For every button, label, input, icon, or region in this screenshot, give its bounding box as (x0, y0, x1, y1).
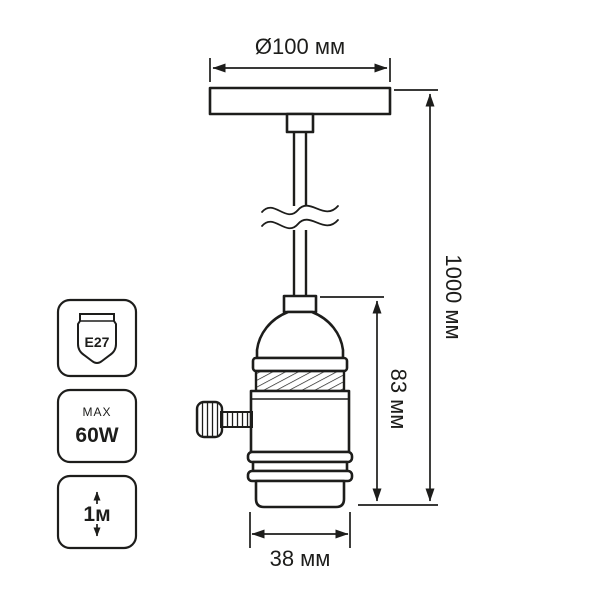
socket-dome (255, 310, 345, 360)
dimension-socket-height: 83 мм (320, 296, 411, 502)
cable-length-short-label: 1м (83, 503, 110, 526)
cable-break-icon (261, 204, 339, 216)
socket-body (246, 294, 354, 509)
socket-ring (251, 460, 349, 473)
socket-collar (251, 356, 349, 373)
ceiling-plate (208, 86, 392, 134)
socket-ring (246, 450, 354, 464)
max-power-label: 60W (75, 424, 118, 447)
badge-frame (56, 388, 138, 464)
dimension-plate-diameter: Ø100 мм (209, 34, 391, 82)
dimension-socket-diameter: 38 мм (249, 512, 351, 571)
tightening-knob (195, 400, 253, 439)
socket-ring (246, 469, 354, 483)
lamp-base-label: E27 (85, 334, 110, 350)
spec-badges: E27 MAX 60W 1м (56, 298, 138, 550)
plate-diameter-label: Ø100 мм (255, 34, 345, 59)
knob-head (195, 400, 224, 439)
cable-break-icon (261, 218, 339, 230)
socket-shell (249, 389, 351, 454)
socket-ferrule (282, 294, 318, 314)
ceiling-plate-body (208, 86, 392, 116)
socket-knurl-band (254, 369, 346, 393)
socket-skirt (254, 479, 346, 509)
badge-frame (56, 298, 138, 378)
badge-max-power: MAX 60W (56, 388, 138, 464)
e27-base-icon: E27 (77, 313, 117, 364)
suspension-cable (261, 132, 339, 298)
dimension-cable-length: 1000 мм (358, 89, 466, 506)
badge-frame (56, 474, 138, 550)
knob-threaded-stem (220, 411, 253, 428)
badge-cable-length: 1м (56, 474, 138, 550)
socket-diameter-label: 38 мм (270, 546, 331, 571)
cable-length-label: 1000 мм (441, 254, 466, 339)
socket-height-label: 83 мм (386, 369, 411, 430)
ceiling-plate-stub (285, 112, 315, 134)
badge-lamp-base: E27 (56, 298, 138, 378)
e27-base-outline (77, 313, 117, 364)
max-label: MAX (82, 405, 111, 419)
